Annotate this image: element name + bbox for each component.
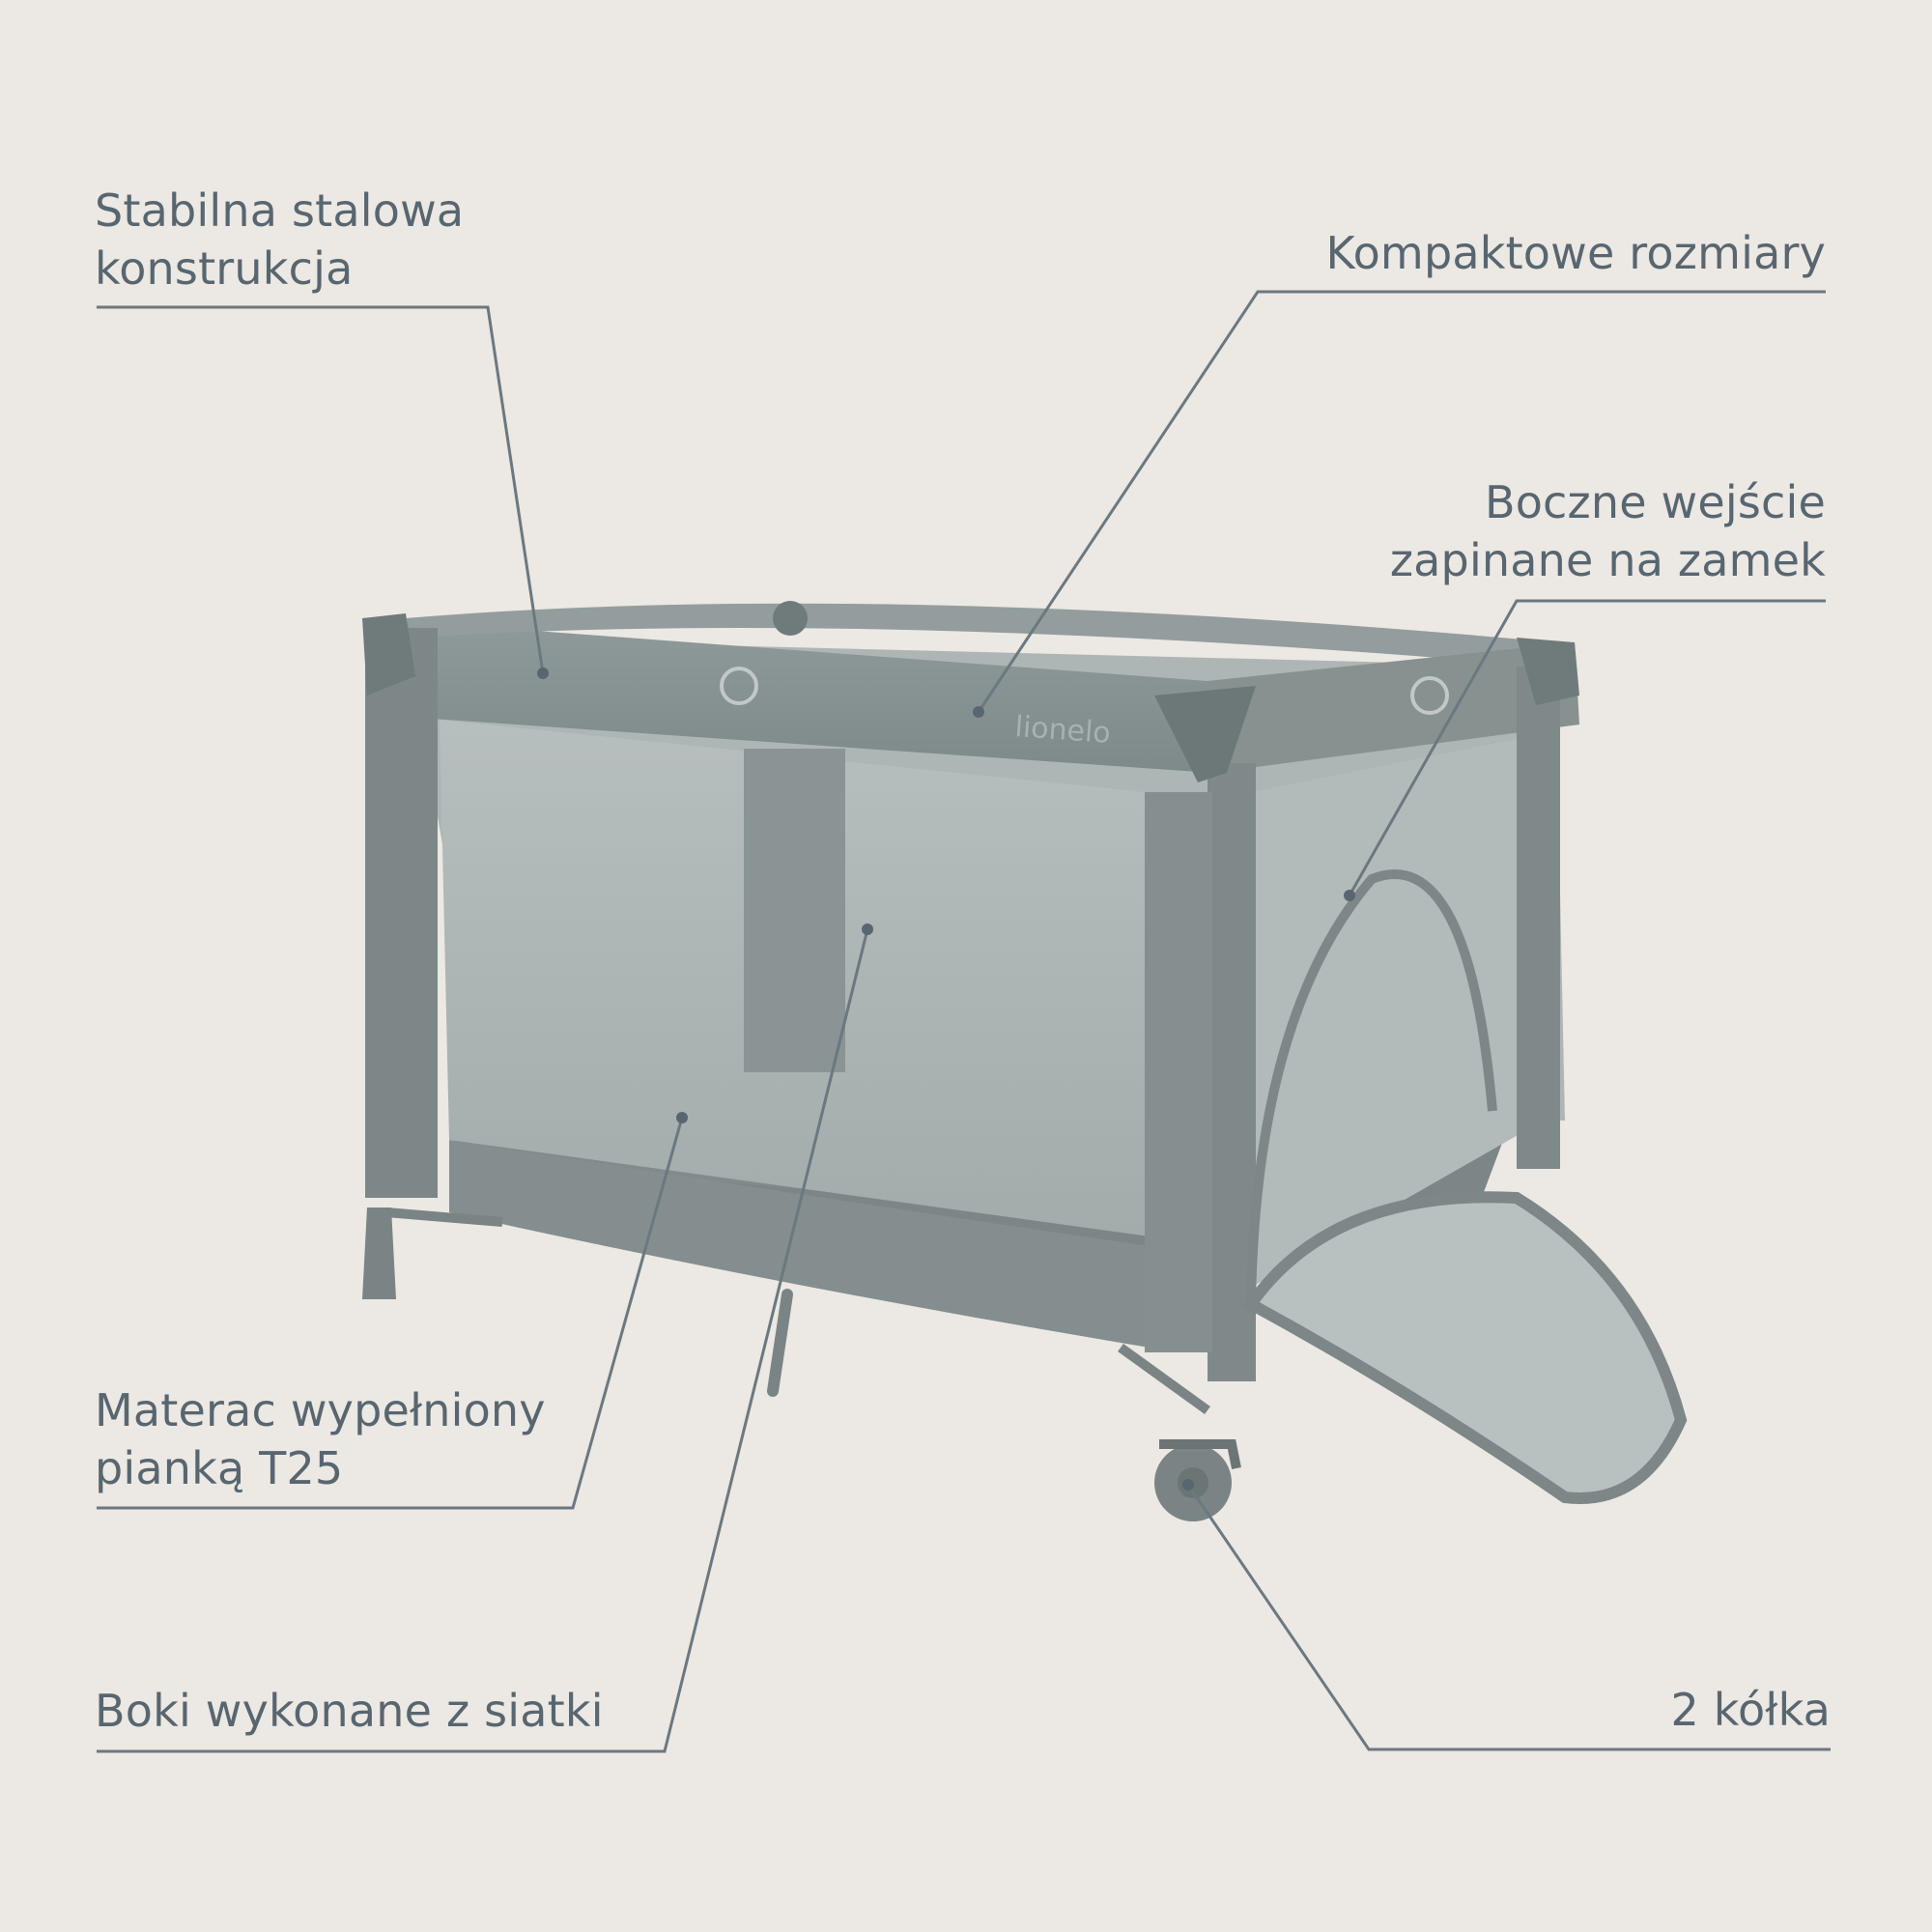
label-mattress: Materac wypełniony pianką T25 xyxy=(95,1384,546,1494)
leg-left xyxy=(362,1208,396,1299)
callout-line-mesh xyxy=(97,928,869,1753)
corner-cap-left xyxy=(362,613,415,696)
label-side-entrance: Boczne wejście zapinane na zamek xyxy=(1389,476,1826,586)
label-wheels: 2 kółka xyxy=(1670,1684,1831,1736)
corner-post-left xyxy=(365,628,438,1198)
callout-line-wheels xyxy=(1186,1484,1831,1751)
bottom-band xyxy=(449,1140,1150,1348)
corner-post-back-right xyxy=(1517,667,1560,1169)
label-compact-size: Kompaktowe rozmiary xyxy=(1325,227,1826,279)
center-strap xyxy=(744,749,845,1072)
label-steel-frame: Stabilna stalowa konstrukcja xyxy=(95,185,465,295)
callout-line-frame xyxy=(97,305,545,674)
entrance-flap-outline xyxy=(1246,869,1497,1305)
callout-line-size xyxy=(977,290,1826,713)
callout-line-entrance xyxy=(1348,599,1826,896)
label-mesh-sides: Boki wykonane z siatki xyxy=(95,1685,604,1737)
side-mesh-panel xyxy=(1251,739,1526,1285)
corner-cap-front-right xyxy=(1154,686,1256,782)
entrance-flap-open xyxy=(1242,1191,1688,1504)
callout-line-mattress xyxy=(97,1117,684,1510)
brand-mark: lionelo xyxy=(1013,710,1111,751)
top-rail-front xyxy=(367,618,1212,773)
